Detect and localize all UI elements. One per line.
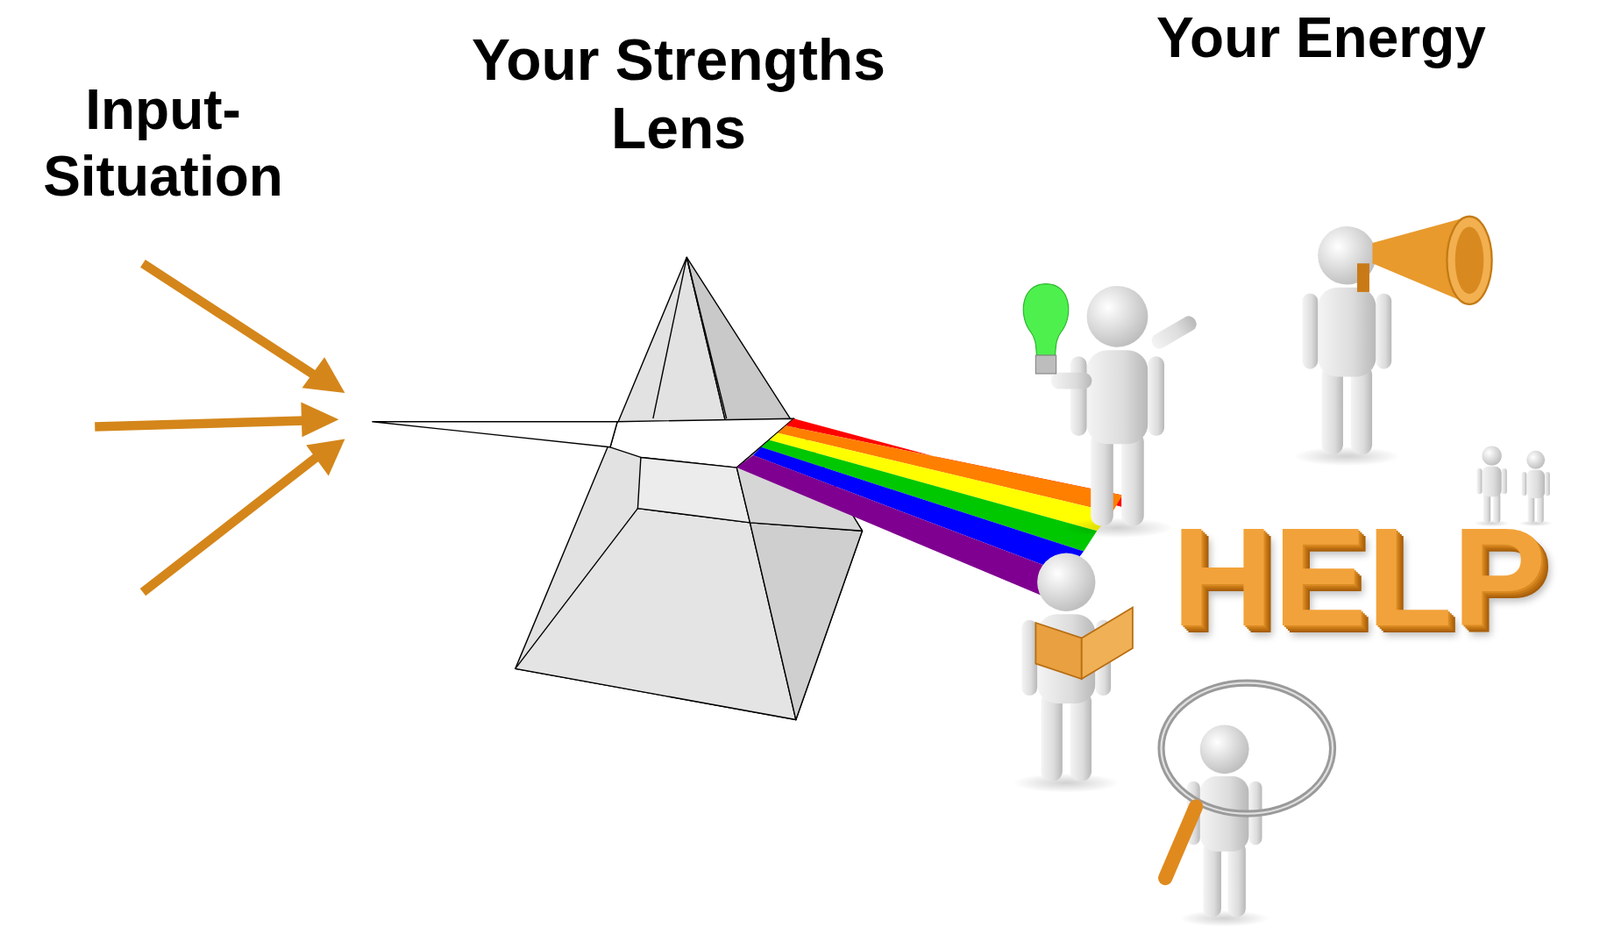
megaphone-person xyxy=(1294,216,1493,466)
energy-heading: Your Energy xyxy=(1093,5,1550,72)
input-heading: Input- Situation xyxy=(5,77,321,210)
help-word: HELP xyxy=(1139,506,1579,648)
input-arrows xyxy=(94,263,345,592)
search-person xyxy=(1161,682,1334,927)
idea-person xyxy=(1023,284,1199,539)
reader-person xyxy=(1012,553,1132,793)
lens-heading: Your Strengths Lens xyxy=(398,26,960,164)
